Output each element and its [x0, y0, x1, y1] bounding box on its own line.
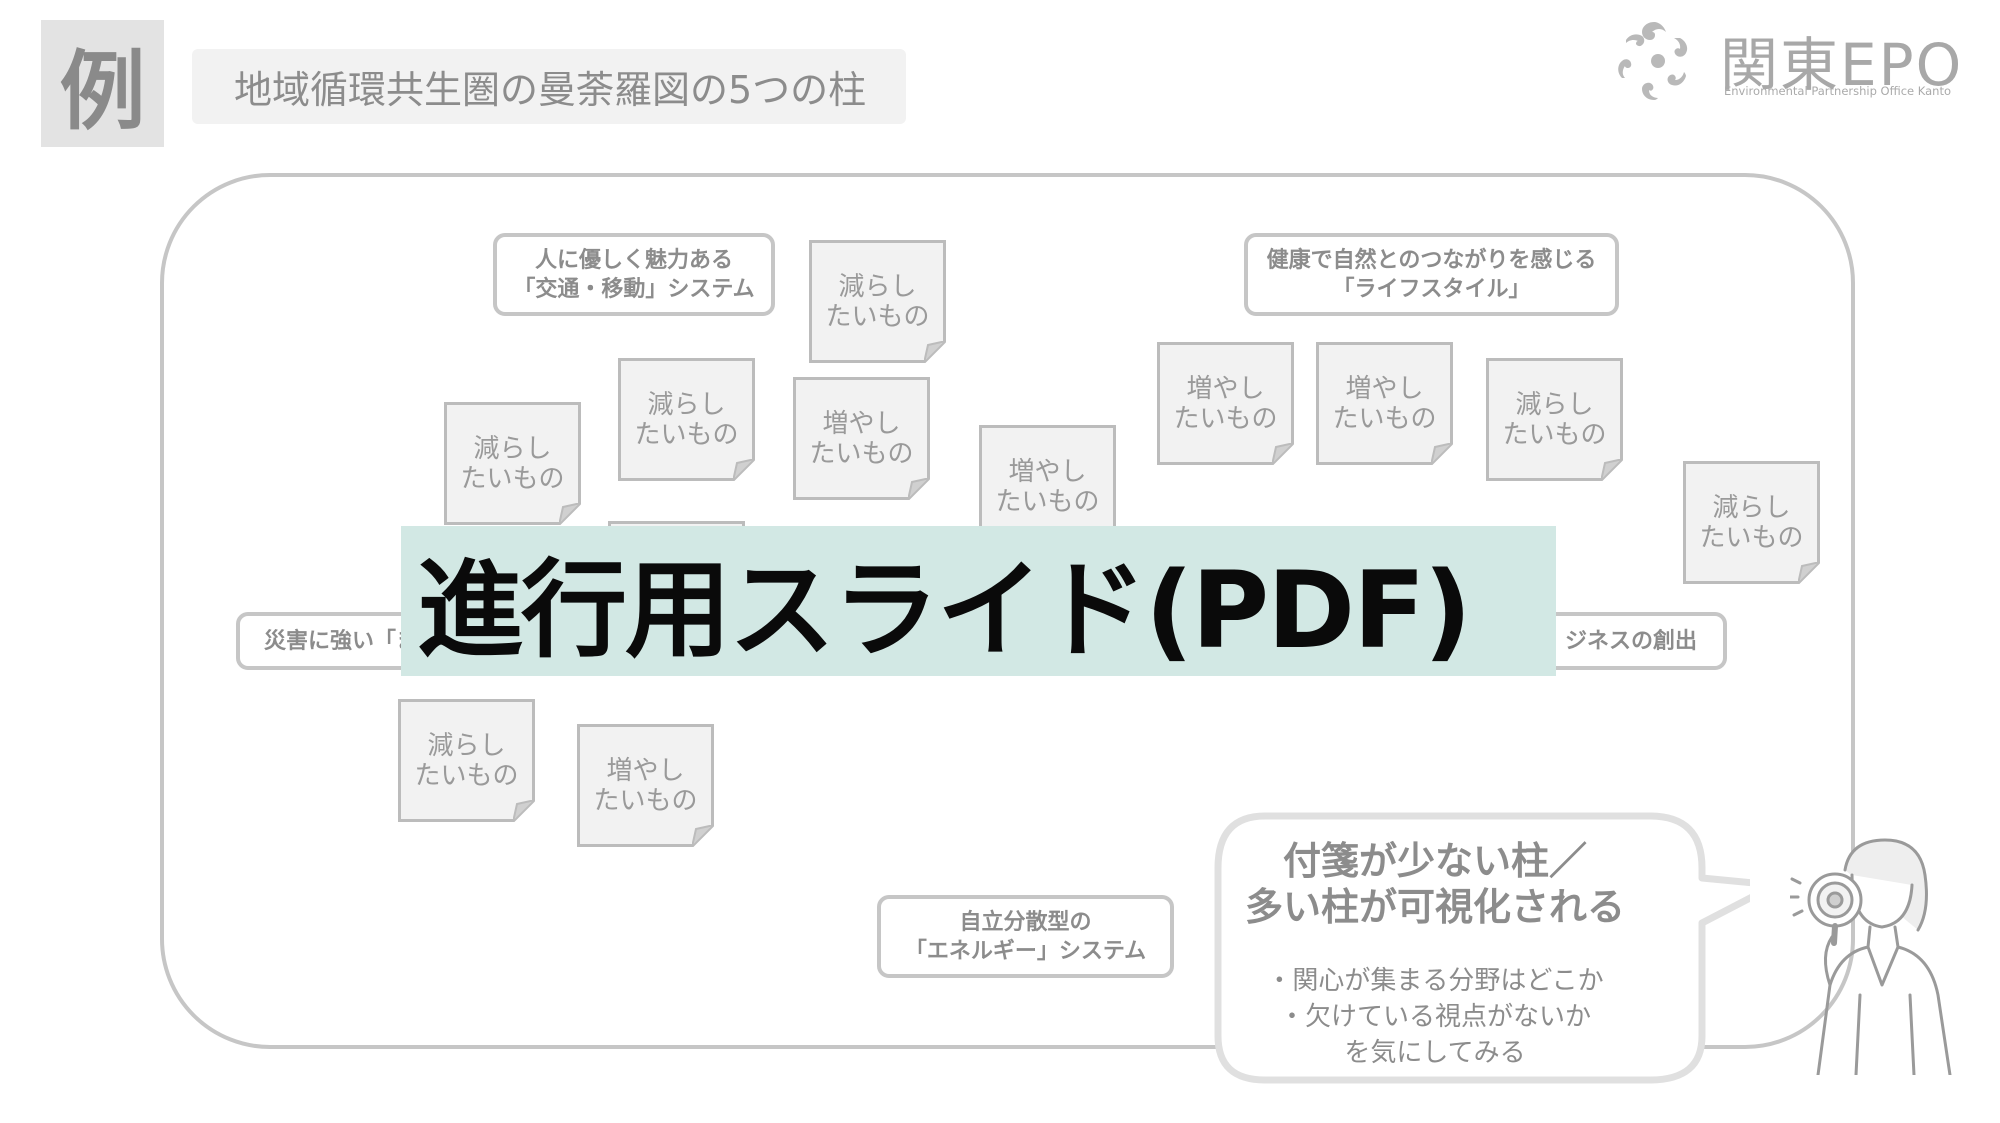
pillar-line: 自立分散型の: [959, 909, 1092, 935]
speech-bubble-shape: [1214, 812, 1750, 1084]
note-line: 増やし: [1008, 456, 1087, 487]
epo-swirl-logo-icon: [1618, 22, 1688, 100]
sticky-note-reduce: 減らし たいもの: [1683, 461, 1820, 584]
note-line: 増やし: [822, 408, 901, 439]
callout-body: ・関心が集まる分野はどこか ・欠けている視点がないか を気にしてみる: [1230, 963, 1640, 1071]
note-line: たいもの: [1699, 522, 1804, 553]
sticky-note-reduce: 減らし たいもの: [444, 402, 581, 525]
sticky-note-increase: 増やし たいもの: [793, 377, 930, 500]
note-line: 減らし: [838, 271, 917, 302]
page-fold-icon: [908, 478, 930, 500]
page-fold-icon: [733, 459, 755, 481]
note-line: 減らし: [1712, 492, 1791, 523]
page-fold-icon: [924, 341, 946, 363]
note-line: 増やし: [1345, 373, 1424, 404]
callout-body-line: ・関心が集まる分野はどこか: [1266, 966, 1604, 996]
note-line: 減らし: [647, 389, 726, 420]
note-line: たいもの: [1332, 403, 1437, 434]
page-fold-icon: [692, 825, 714, 847]
page-fold-icon: [1798, 562, 1820, 584]
note-line: たいもの: [995, 486, 1100, 517]
page-fold-icon: [1272, 443, 1294, 465]
person-with-magnifier-icon: [1790, 838, 1952, 1075]
note-line: たいもの: [460, 463, 565, 494]
note-line: たいもの: [825, 301, 930, 332]
sticky-note-increase: 増やし たいもの: [1157, 342, 1294, 465]
pillar-transport: 人に優しく魅力ある 「交通・移動」システム: [493, 233, 775, 316]
note-line: たいもの: [1173, 403, 1278, 434]
note-line: たいもの: [634, 419, 739, 450]
example-badge: 例: [41, 20, 164, 147]
note-line: 減らし: [473, 433, 552, 464]
page-fold-icon: [1601, 459, 1623, 481]
kanto-epo-logo: 関東EPO Environmental Partnership Office K…: [1610, 16, 1980, 106]
sticky-note-reduce: 減らし たいもの: [398, 699, 535, 822]
callout-body-line: を気にしてみる: [1344, 1038, 1526, 1068]
page-fold-icon: [559, 503, 581, 525]
slide-title: 地域循環共生圏の曼荼羅図の5つの柱: [192, 49, 906, 124]
logo-subtitle: Environmental Partnership Office Kanto: [1724, 84, 1951, 98]
callout-body-line: ・欠けている視点がないか: [1278, 1002, 1591, 1032]
note-line: たいもの: [414, 760, 519, 791]
pillar-line: 「エネルギー」システム: [904, 938, 1147, 964]
pillar-line: 「ライフスタイル」: [1332, 276, 1531, 302]
pillar-line: 健康で自然とのつながりを感じる: [1266, 247, 1597, 273]
note-line: たいもの: [1502, 419, 1607, 450]
pillar-line: 人に優しく魅力ある: [534, 247, 733, 273]
note-line: 増やし: [606, 755, 685, 786]
speech-bubble: 付箋が少ない柱／ 多い柱が可視化される ・関心が集まる分野はどこか ・欠けている…: [1210, 808, 1750, 1088]
overlay-title: 進行用スライド(PDF): [401, 526, 1556, 676]
sticky-note-increase: 増やし たいもの: [1316, 342, 1453, 465]
pillar-line: 災害に強い「ま: [264, 628, 419, 654]
note-line: 増やし: [1186, 373, 1265, 404]
callout-heading-line: 付箋が少ない柱／: [1282, 839, 1587, 883]
pillar-line: 「交通・移動」システム: [513, 276, 755, 302]
note-line: たいもの: [593, 785, 698, 816]
pillar-line: ジネスの創出: [1564, 628, 1697, 654]
pillar-lifestyle: 健康で自然とのつながりを感じる 「ライフスタイル」: [1244, 233, 1619, 316]
callout-heading: 付箋が少ない柱／ 多い柱が可視化される: [1230, 838, 1640, 930]
page-fold-icon: [513, 800, 535, 822]
callout-heading-line: 多い柱が可視化される: [1244, 885, 1625, 929]
sticky-note-reduce: 減らし たいもの: [809, 240, 946, 363]
page-fold-icon: [1431, 443, 1453, 465]
sticky-note-reduce: 減らし たいもの: [618, 358, 755, 481]
note-line: 減らし: [427, 730, 506, 761]
note-line: たいもの: [809, 438, 914, 469]
note-line: 減らし: [1515, 389, 1594, 420]
sticky-note-increase: 増やし たいもの: [577, 724, 714, 847]
sticky-note-reduce: 減らし たいもの: [1486, 358, 1623, 481]
pillar-energy: 自立分散型の 「エネルギー」システム: [877, 895, 1174, 978]
logo-name: 関東EPO: [1720, 31, 1964, 99]
